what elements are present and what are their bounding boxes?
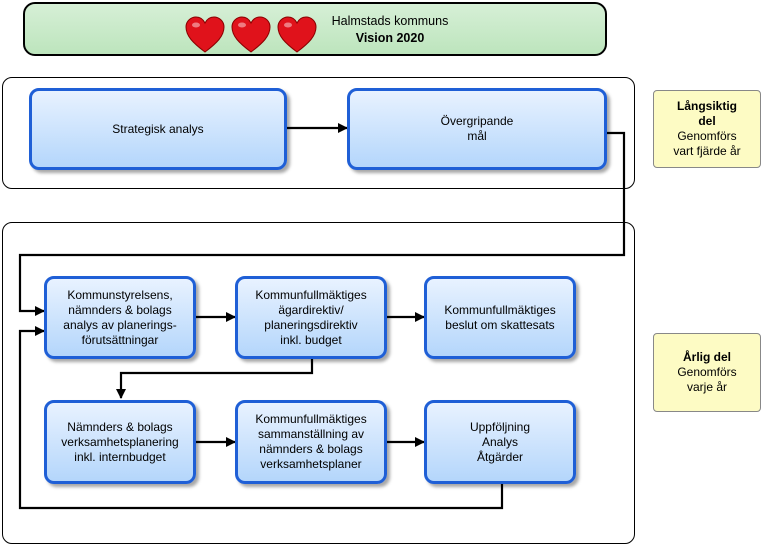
box-follow-up: Uppföljning Analys Åtgärder (424, 400, 576, 484)
banner-title: Halmstads kommuns (331, 14, 449, 28)
box-compilation: Kommunfullmäktiges sammanställning av nä… (235, 400, 387, 484)
long-term-label: Långsiktig del Genomförs vart fjärde år (653, 90, 761, 168)
box-operations-planning: Nämnders & bolags verksamhetsplanering i… (44, 400, 196, 484)
banner-subtitle: Vision 2020 (355, 31, 425, 45)
arrow-followup-loop (18, 326, 504, 510)
annual-group (2, 222, 635, 544)
arrow-directive-to-planning (116, 359, 314, 399)
annual-label-line1: Genomförs (677, 365, 737, 379)
long-term-label-title: Långsiktig del (676, 99, 737, 128)
box-strategic-analysis: Strategisk analys (29, 88, 287, 170)
box-overall-goals: Övergripande mål (347, 88, 607, 170)
long-term-group (2, 77, 635, 189)
hearts-group (185, 16, 317, 53)
box-planning-analysis: Kommunstyrelsens, nämnders & bolags anal… (44, 276, 196, 359)
heart-icon (185, 16, 225, 53)
banner-text: Halmstads kommuns Vision 2020 (315, 13, 465, 47)
long-term-label-line1: Genomförs (677, 129, 737, 143)
heart-icon (231, 16, 271, 53)
annual-label-title: Årlig del (682, 350, 731, 364)
arrow-goals-to-annual (18, 131, 626, 316)
annual-label: Årlig del Genomförs varje år (653, 333, 761, 412)
vision-banner: Halmstads kommuns Vision 2020 (23, 2, 607, 56)
heart-icon (277, 16, 317, 53)
annual-label-line2: varje år (686, 380, 727, 394)
box-owner-directive: Kommunfullmäktiges ägardirektiv/ planeri… (235, 276, 387, 359)
box-tax-decision: Kommunfullmäktiges beslut om skattesats (424, 276, 576, 359)
long-term-label-line2: vart fjärde år (673, 144, 741, 158)
